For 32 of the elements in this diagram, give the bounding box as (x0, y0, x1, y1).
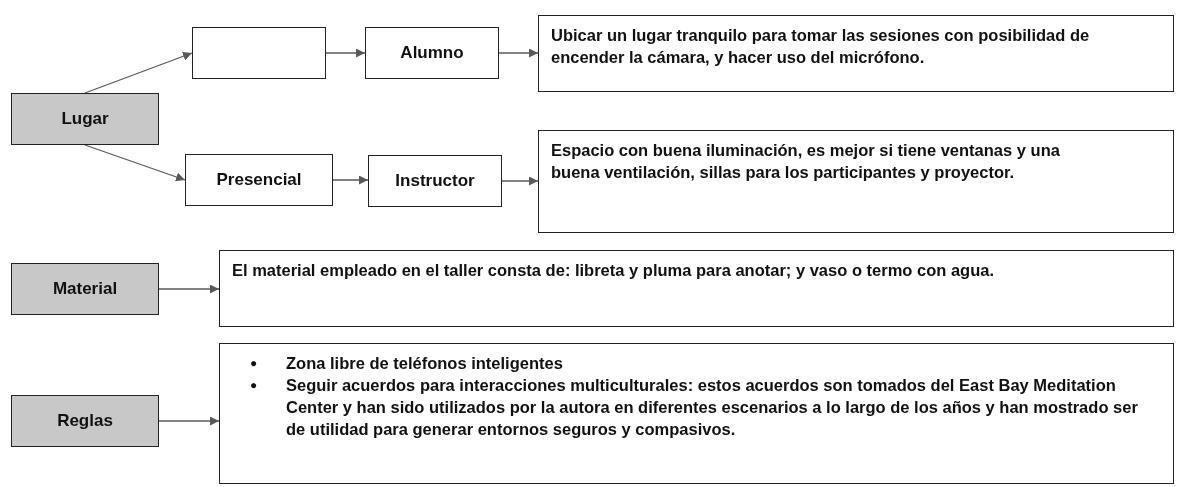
node-label: Presencial (216, 169, 302, 191)
text-box (219, 343, 1174, 484)
arrow (501, 176, 539, 186)
text-box (538, 15, 1174, 92)
node-label: Reglas (57, 410, 113, 432)
arrow (332, 175, 369, 185)
process-box (365, 27, 499, 79)
arrow (158, 284, 220, 294)
arrow (84, 144, 186, 182)
node-label: Alumno (400, 42, 464, 64)
description-text: El material empleado en el taller consta de: libreta y pluma para anotar; y vaso o termo con agua. (232, 260, 995, 281)
arrow (325, 48, 366, 58)
category-box (11, 395, 159, 447)
bullet-mark: ● (250, 377, 259, 394)
arrow (84, 51, 193, 94)
node-label: Instructor (395, 170, 475, 192)
category-box (11, 263, 159, 315)
text-box (219, 250, 1174, 327)
node-label: Lugar (61, 108, 109, 130)
list-item: Zona libre de teléfonos inteligentes (286, 353, 564, 374)
process-box (368, 155, 502, 207)
list-item: Seguir acuerdos para interacciones multiculturales: estos acuerdos son tomados del East Bay Meditation Center y han sido utilizados por la autora en diferentes escenarios a lo largo de los años y han mostrado ser de utilidad para generar entornos seguros y compasivos. (286, 375, 1139, 440)
empty-box (192, 27, 326, 79)
process-box (185, 154, 333, 206)
arrow (498, 48, 539, 58)
arrow (158, 416, 220, 426)
description-text: Ubicar un lugar tranquilo para tomar las sesiones con posibilidad de encender la cámara, y hacer uso del micrófono. (551, 25, 1091, 68)
category-box (11, 93, 159, 145)
text-box (538, 130, 1174, 233)
bullet-mark: ● (250, 355, 259, 372)
node-label: Material (52, 278, 118, 300)
description-text: Espacio con buena iluminación, es mejor si tiene ventanas y una buena ventilación, sillas para los participantes y proyector. (551, 140, 1061, 183)
